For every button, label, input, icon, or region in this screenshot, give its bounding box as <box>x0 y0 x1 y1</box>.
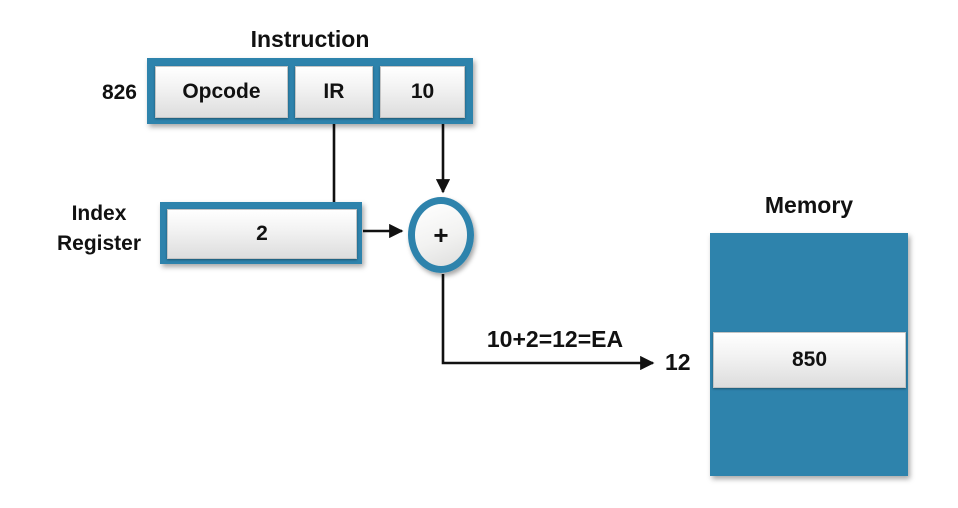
adder-circle: + <box>408 197 474 273</box>
instruction-title: Instruction <box>250 26 370 52</box>
ea-formula-label: 10+2=12=EA <box>486 326 624 352</box>
index-register-label-line1: Index <box>71 202 127 225</box>
offset-field: 10 <box>380 66 465 118</box>
instruction-address-label: 826 <box>101 81 137 104</box>
memory-box: 850 <box>710 233 908 476</box>
opcode-field: Opcode <box>155 66 288 118</box>
index-register-field: IR <box>294 66 373 118</box>
memory-title: Memory <box>764 192 854 218</box>
index-register-label-line2: Register <box>56 232 142 255</box>
index-register-value: 2 <box>167 209 357 259</box>
index-register-box: 2 <box>160 202 362 264</box>
plus-icon: + <box>433 220 449 250</box>
memory-cell-850: 850 <box>713 332 906 388</box>
ea-address-label: 12 <box>665 349 691 375</box>
index-register-label: Index Register <box>40 199 158 259</box>
instruction-box: Opcode IR 10 <box>147 58 473 124</box>
